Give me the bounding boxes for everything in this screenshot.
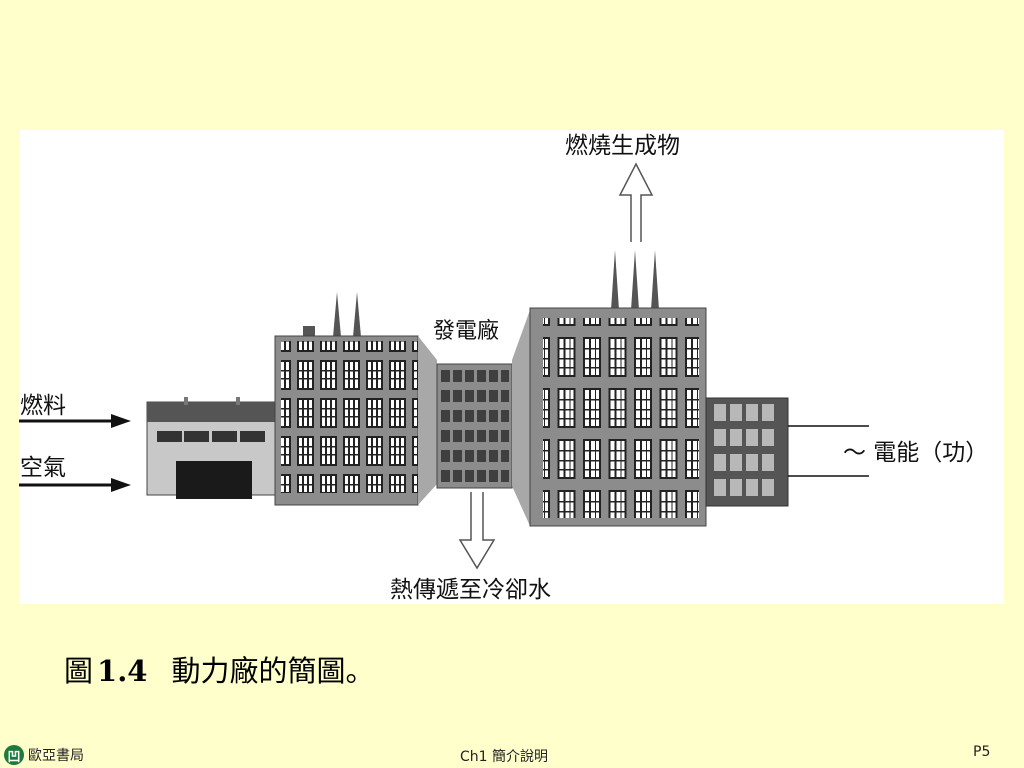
connector-left: [418, 336, 437, 505]
boiler-building: [274, 292, 419, 506]
turbine-hall: [436, 363, 513, 489]
label-heat-to-cooling-water: 熱傳遞至冷卻水: [390, 577, 551, 603]
figure-panel: 燃燒生成物 發電廠 燃料 空氣 ～ 電能（功） 熱傳遞至冷卻水: [19, 130, 1004, 604]
label-fuel: 燃料: [20, 393, 66, 419]
footer-chapter: Ch1 簡介說明: [460, 749, 549, 765]
output-annex: [705, 397, 789, 507]
caption-text: 動力廠的簡圖。: [171, 654, 375, 688]
power-plant-diagram: 燃燒生成物 發電廠 燃料 空氣 ～ 電能（功） 熱傳遞至冷卻水: [19, 133, 988, 603]
caption-number: 1.4: [97, 654, 148, 688]
publisher-logo-icon: 凹: [4, 745, 24, 765]
power-lines: [788, 425, 869, 477]
intake-building: [146, 397, 277, 499]
footer-publisher: 凹 歐亞書局: [4, 744, 84, 766]
label-electric-work: ～ 電能（功）: [843, 440, 988, 466]
fuel-arrow: [19, 414, 131, 428]
cooling-arrow: [458, 492, 496, 570]
publisher-name: 歐亞書局: [28, 748, 84, 764]
label-air: 空氣: [20, 455, 66, 481]
air-arrow: [19, 478, 131, 492]
label-power-plant: 發電廠: [433, 319, 499, 344]
connector-right: [512, 310, 530, 526]
exhaust-arrow: [618, 162, 654, 242]
label-combustion-products: 燃燒生成物: [565, 133, 680, 159]
page-number: P5: [973, 744, 991, 760]
generator-building: [529, 250, 707, 527]
caption-prefix: 圖: [64, 654, 94, 688]
